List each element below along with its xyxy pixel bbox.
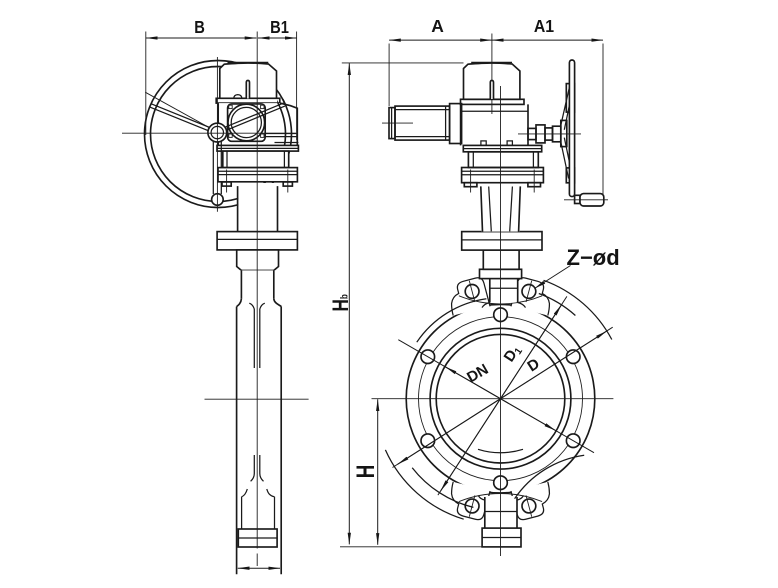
svg-text:H: H (351, 465, 379, 479)
svg-text:B1: B1 (270, 18, 289, 37)
svg-text:Z−ød: Z−ød (567, 245, 620, 270)
svg-text:B: B (194, 18, 205, 37)
svg-text:A1: A1 (534, 16, 554, 36)
svg-text:A: A (431, 16, 444, 36)
